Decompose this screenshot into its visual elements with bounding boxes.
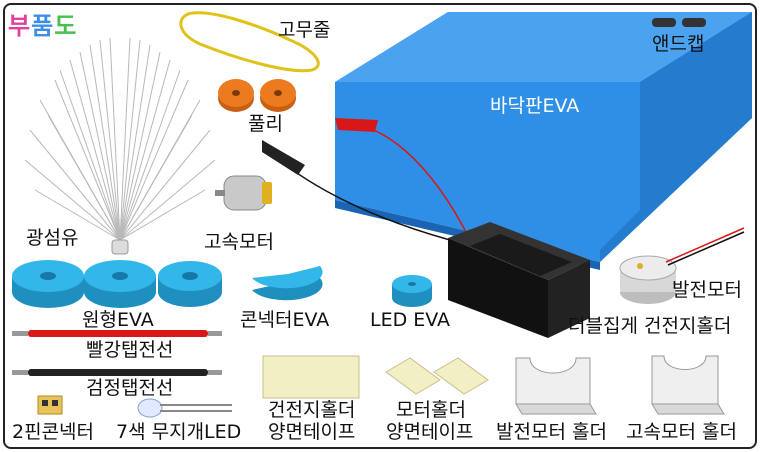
label-round-eva: 원형EVA xyxy=(82,309,154,331)
title-char-3: 도 xyxy=(54,12,78,40)
red-alligator-clip xyxy=(335,118,378,132)
generator-motor-holder-icon xyxy=(515,357,597,415)
end-cap-icon xyxy=(652,18,706,27)
rubber-band-icon xyxy=(179,11,320,73)
two-pin-connector-icon xyxy=(37,395,63,415)
title-char-1: 부 xyxy=(8,12,32,40)
label-fiber: 광섬유 xyxy=(26,227,79,249)
label-black-tab-wire: 검정탭전선 xyxy=(86,377,174,399)
label-battery-tape-line1: 건전지홀더 xyxy=(268,399,356,421)
cone-eva-icon xyxy=(252,266,323,301)
label-led: 7색 무지개LED xyxy=(116,421,242,443)
label-rubber-band: 고무줄 xyxy=(278,19,331,41)
label-motor-tape-line1: 모터홀더 xyxy=(396,399,466,421)
led-icon xyxy=(137,398,232,418)
red-tab-wire-icon xyxy=(12,330,222,337)
label-end-cap: 앤드캡 xyxy=(652,33,705,55)
battery-holder-tape-icon xyxy=(262,355,360,399)
page-title: 부품도 xyxy=(8,6,77,41)
label-generator-holder: 발전모터 홀더 xyxy=(496,421,607,443)
label-cone-eva: 콘넥터EVA xyxy=(240,309,330,331)
black-tab-wire-icon xyxy=(12,369,222,376)
label-battery-tape-line2: 양면테이프 xyxy=(268,421,356,443)
generator-motor-icon xyxy=(619,227,745,304)
label-floor-eva: 바닥판EVA xyxy=(490,95,580,117)
label-double-clip-holder: 더블집게 건전지홀더 xyxy=(568,315,732,337)
led-eva-icon xyxy=(392,275,432,307)
label-fast-holder: 고속모터 홀더 xyxy=(626,421,737,443)
fast-motor-icon xyxy=(215,175,272,211)
label-led-eva: LED EVA xyxy=(370,309,451,331)
figure-frame xyxy=(3,3,757,449)
label-fast-motor: 고속모터 xyxy=(204,231,274,253)
motor-holder-tape-icon xyxy=(385,357,489,395)
title-char-2: 품 xyxy=(31,12,55,40)
round-eva-icon xyxy=(12,260,222,308)
black-alligator-clip xyxy=(262,140,305,175)
label-motor-tape-line2: 양면테이프 xyxy=(386,421,474,443)
label-red-tab-wire: 빨강탭전선 xyxy=(86,339,174,361)
battery-holder-icon xyxy=(448,222,590,338)
label-connector: 2핀콘넥터 xyxy=(12,421,95,443)
label-generator-motor: 발전모터 xyxy=(672,279,742,301)
label-pulley: 풀리 xyxy=(248,113,283,135)
pulley-icon xyxy=(218,79,296,112)
fiber-optic-icon xyxy=(24,37,216,241)
fast-motor-holder-icon xyxy=(651,355,725,415)
